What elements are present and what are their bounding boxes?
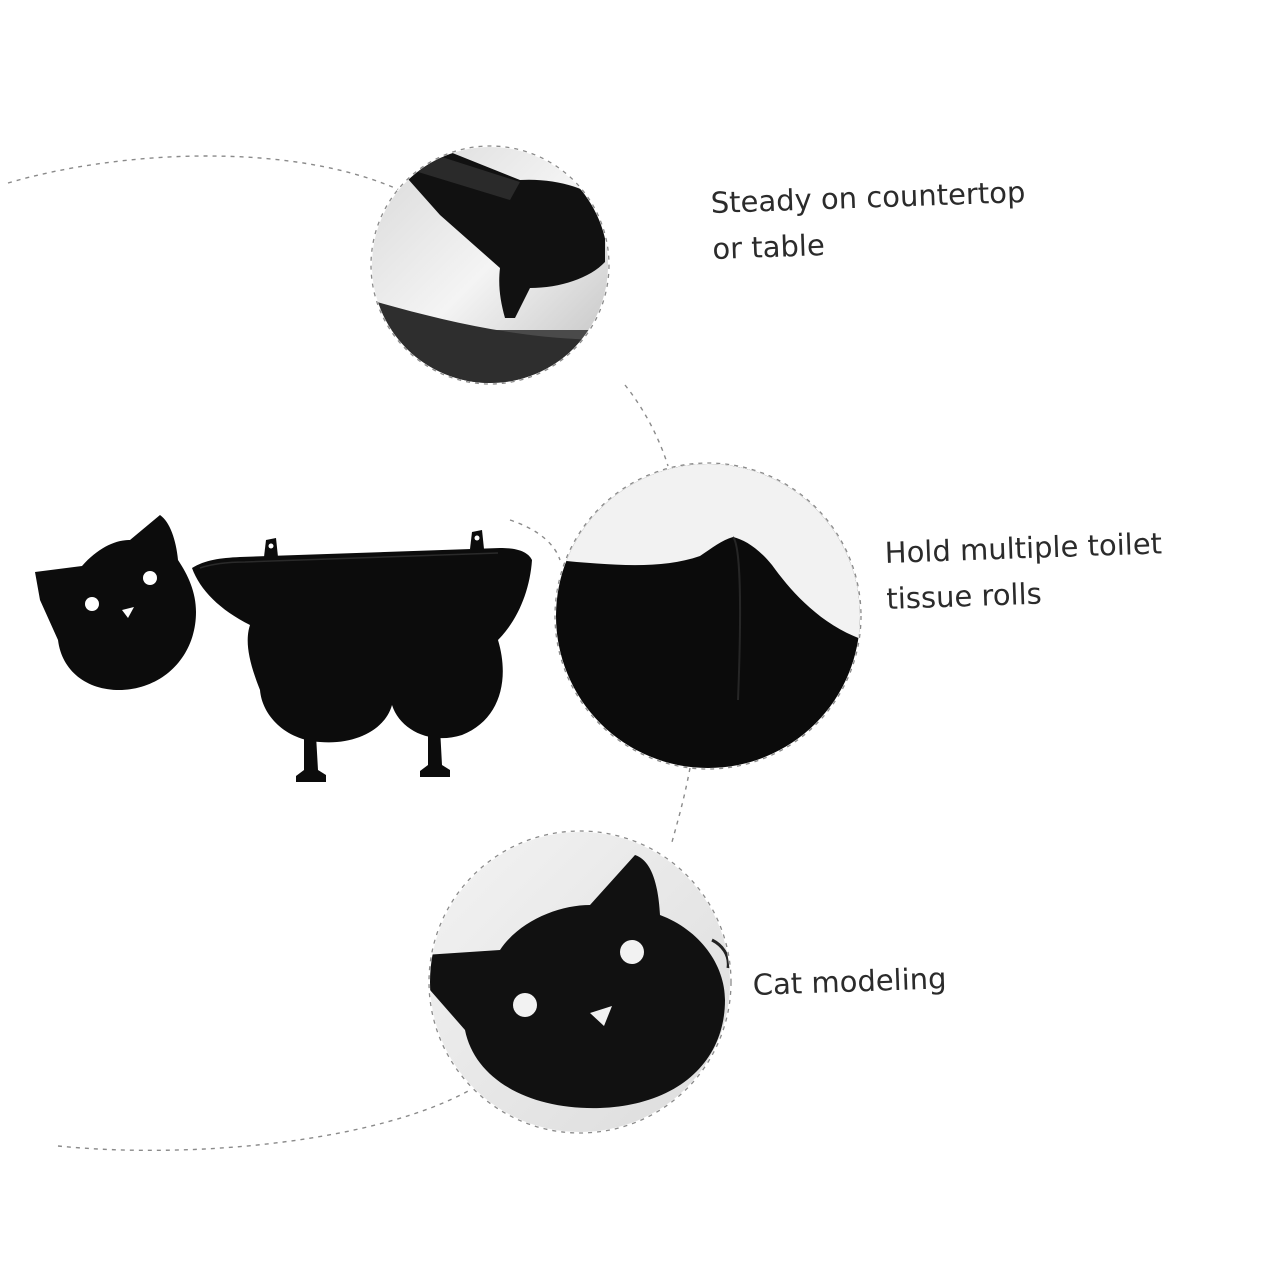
holder-body	[192, 548, 532, 743]
feature-caption-cat-line1: Cat modeling	[752, 961, 948, 1002]
dashed-arc-top	[7, 155, 411, 196]
leg-left	[296, 735, 326, 782]
foot-pad-icon	[400, 150, 605, 318]
cat-head-detail-icon	[430, 855, 725, 1109]
leg-right	[420, 728, 450, 777]
detail-circle-foot	[370, 145, 610, 385]
feature-caption-cat: Cat modeling	[752, 955, 947, 1008]
toilet-paper-holder	[35, 515, 532, 782]
feature-caption-steady: Steady on countertop or table	[710, 169, 1028, 272]
dashed-line-middle-to-bottom	[671, 767, 691, 843]
dashed-arc-left	[509, 519, 561, 561]
feature-caption-hold: Hold multiple toilet tissue rolls	[884, 520, 1164, 622]
shelf-edge-icon	[556, 464, 860, 640]
dashed-arc-bottom	[57, 1089, 471, 1152]
detail-circle-cat	[428, 830, 732, 1134]
holder-edge-highlight	[199, 552, 499, 569]
cat-head-icon	[35, 515, 196, 691]
dashed-connectors	[7, 155, 691, 1152]
feature-caption-hold-line2: tissue rolls	[885, 576, 1043, 616]
feature-caption-hold-line1: Hold multiple toilet	[884, 526, 1163, 570]
detail-circle-shelf	[554, 462, 862, 770]
dashed-line-top-to-middle	[624, 384, 669, 467]
